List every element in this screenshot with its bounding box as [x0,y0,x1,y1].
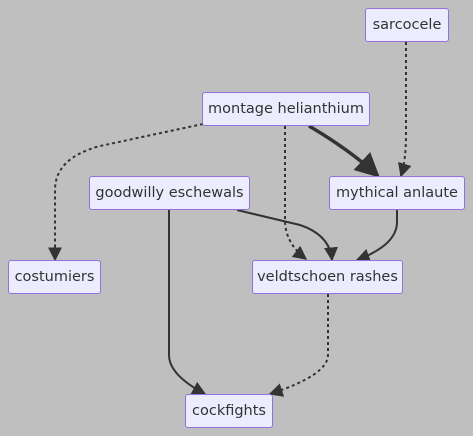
edge-montage-mythical [308,124,380,178]
edge-goodwilly-veldtschoen [236,209,338,262]
edge-goodwilly-cockfights [168,210,207,395]
edge-veldtschoen-cockfights [268,294,329,397]
edge-montage-veldtschoen [284,126,308,260]
node-costumiers[interactable]: costumiers [8,260,101,294]
node-mythical-anlaute[interactable]: mythical anlaute [329,176,465,210]
node-cockfights[interactable]: cockfights [185,394,273,428]
node-montage-helianthium[interactable]: montage helianthium [202,92,370,126]
node-goodwilly-eschewals[interactable]: goodwilly eschewals [89,176,250,210]
edge-mythical-veldtschoen [355,210,398,263]
edge-sarcocele-mythical [398,42,412,178]
node-veldtschoen-rashes[interactable]: veldtschoen rashes [252,260,403,294]
node-sarcocele[interactable]: sarcocele [365,8,449,42]
